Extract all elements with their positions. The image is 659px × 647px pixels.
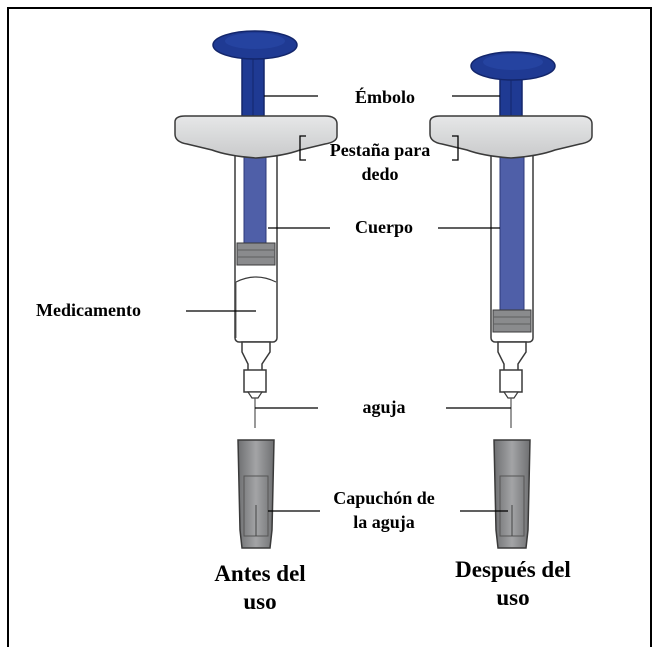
label-barrel: Cuerpo	[355, 217, 413, 237]
diagram-frame	[7, 7, 652, 647]
syringe-illustration	[174, 30, 593, 549]
needle-cap-after	[493, 439, 531, 549]
stopper-after	[492, 309, 532, 333]
syringe-before-use	[174, 30, 338, 549]
needle-cap-before	[237, 439, 275, 549]
label-finger-flange-line1: Pestaña para	[329, 140, 431, 160]
stopper-before	[236, 242, 276, 266]
label-needle-cap-line2: la aguja	[353, 512, 415, 532]
finger-flange-before	[174, 115, 338, 159]
finger-flange-after	[429, 115, 593, 159]
label-needle: aguja	[362, 397, 406, 417]
label-finger-flange-line2: dedo	[361, 164, 399, 184]
syringe-after-use	[429, 51, 593, 549]
label-plunger: Émbolo	[354, 87, 415, 107]
caption-before-use-line2: uso	[243, 589, 277, 614]
label-needle-cap-line1: Capuchón de	[333, 488, 435, 508]
caption-after-use-line1: Después del	[455, 557, 571, 582]
caption-before-use-line1: Antes del	[214, 561, 306, 586]
syringe-diagram: Émbolo Pestaña para dedo Cuerpo Medicame…	[7, 7, 652, 647]
leader-lines	[186, 95, 511, 512]
caption-after-use-line2: uso	[496, 585, 530, 610]
label-medication: Medicamento	[36, 300, 141, 320]
